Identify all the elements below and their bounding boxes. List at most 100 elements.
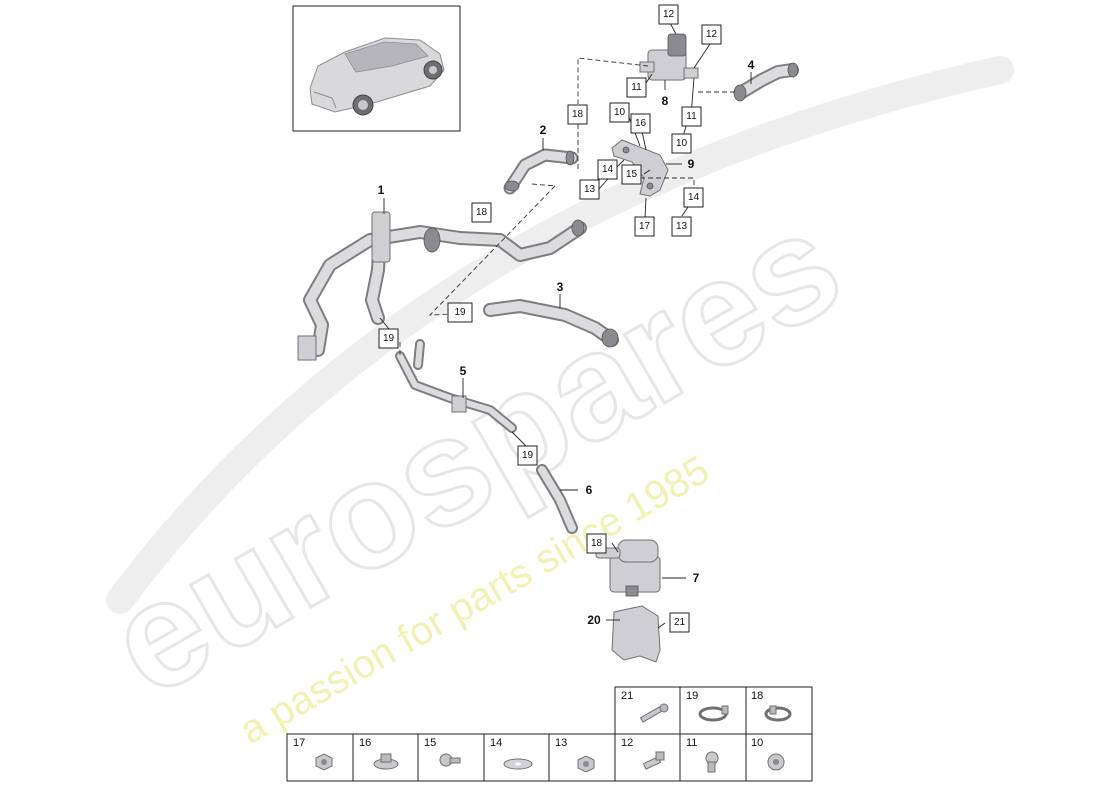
part-label-9: 9 [688, 157, 695, 171]
bolt-icon [639, 703, 669, 723]
part-label-4: 4 [748, 58, 755, 72]
coolant-valve-8 [639, 33, 699, 81]
heat-shield-20 [611, 605, 661, 663]
coolant-hose-3 [483, 299, 619, 348]
svg-text:12: 12 [706, 29, 718, 40]
callout-21: 21 [669, 612, 690, 633]
pipe-flange [297, 335, 317, 361]
grid-cell-13: 13 [555, 737, 595, 773]
watermark-brand: eurospares [82, 178, 866, 728]
parts-grid: 21 19 18 17 [286, 686, 813, 782]
svg-text:17: 17 [639, 221, 651, 232]
callout-14: 14 [597, 159, 618, 180]
callout-13: 13 [671, 216, 692, 237]
grid-cell-14: 14 [490, 737, 533, 770]
washer-icon [503, 758, 533, 770]
grid-cell-16: 16 [359, 737, 399, 770]
grid-cell-10: 10 [751, 737, 785, 771]
svg-text:17: 17 [293, 737, 305, 749]
svg-text:12: 12 [621, 737, 633, 749]
grid-cell-12: 12 [621, 737, 665, 770]
grid-cell-15: 15 [424, 737, 461, 767]
flange-bracket [371, 211, 391, 263]
car-illustration [309, 37, 445, 116]
coolant-hose-6 [536, 464, 578, 534]
svg-text:11: 11 [686, 111, 697, 122]
electric-pump-7 [595, 539, 661, 597]
screw-icon [439, 753, 461, 767]
clip-nut-icon [373, 753, 399, 770]
callout-16: 16 [630, 113, 651, 134]
grid-cell-18: 18 [751, 690, 792, 722]
callout-19: 19 [447, 302, 473, 323]
svg-text:15: 15 [424, 737, 436, 749]
callout-11: 11 [626, 77, 647, 98]
callout-11: 11 [681, 106, 702, 127]
part-label-20: 20 [587, 613, 601, 627]
svg-text:10: 10 [614, 107, 626, 118]
svg-text:11: 11 [686, 737, 697, 749]
callout-18: 18 [586, 533, 607, 554]
coolant-pipe-5 [395, 339, 517, 433]
callout-14: 14 [683, 187, 704, 208]
part-label-8: 8 [662, 94, 669, 108]
callout-19: 19 [517, 445, 538, 466]
grid-cell-11: 11 [686, 737, 719, 773]
hose-clamp-icon [698, 705, 729, 722]
callout-15: 15 [621, 164, 642, 185]
part-label-3: 3 [557, 280, 564, 294]
svg-text:13: 13 [555, 737, 567, 749]
svg-text:14: 14 [688, 192, 700, 203]
dashed-connectors [399, 57, 738, 356]
nut-icon [315, 753, 333, 771]
callout-19: 19 [378, 328, 399, 349]
svg-text:18: 18 [476, 207, 488, 218]
svg-text:18: 18 [591, 538, 603, 549]
svg-text:13: 13 [584, 184, 596, 195]
svg-text:16: 16 [359, 737, 371, 749]
svg-text:19: 19 [686, 690, 698, 702]
callout-12: 12 [658, 4, 679, 25]
svg-text:21: 21 [674, 617, 686, 628]
svg-text:12: 12 [663, 9, 675, 20]
callouts: 12 12 11 11 10 10 16 14 15 13 14 13 17 1… [378, 4, 722, 633]
coolant-pipe-1 [297, 211, 587, 361]
grid-cell-21: 21 [621, 690, 669, 723]
nut-icon [577, 755, 595, 773]
svg-text:13: 13 [676, 221, 688, 232]
screw-icon [705, 751, 719, 773]
svg-text:14: 14 [602, 164, 614, 175]
coolant-hose-4 [733, 62, 799, 102]
part-label-2: 2 [540, 123, 547, 137]
grid-cell-19: 19 [686, 690, 729, 722]
svg-text:10: 10 [676, 138, 688, 149]
callout-13: 13 [579, 179, 600, 200]
grommet-icon [767, 753, 785, 771]
svg-text:19: 19 [522, 450, 534, 461]
callout-17: 17 [634, 216, 655, 237]
hose-assembly [297, 62, 799, 534]
coolant-hose-2 [503, 148, 579, 195]
pipe-fitting [423, 227, 441, 253]
vehicle-thumbnail [292, 5, 461, 132]
svg-text:16: 16 [635, 118, 647, 129]
svg-text:18: 18 [751, 690, 763, 702]
svg-text:19: 19 [383, 333, 395, 344]
svg-text:18: 18 [572, 109, 584, 120]
callout-10: 10 [609, 102, 630, 123]
svg-text:11: 11 [631, 82, 642, 93]
svg-text:10: 10 [751, 737, 763, 749]
part-label-5: 5 [460, 364, 467, 378]
pipe-clip [451, 395, 467, 413]
hose-clamp-icon [764, 705, 792, 722]
part-numbers: 1 2 3 4 5 6 7 8 9 20 [378, 58, 755, 627]
watermark: eurospares a passion for parts since 198… [81, 56, 1014, 753]
part-label-6: 6 [586, 483, 593, 497]
svg-text:14: 14 [490, 737, 502, 749]
svg-text:19: 19 [454, 307, 466, 318]
callout-18: 18 [471, 202, 492, 223]
svg-text:15: 15 [626, 169, 638, 180]
part-label-7: 7 [693, 571, 700, 585]
svg-text:21: 21 [621, 690, 633, 702]
